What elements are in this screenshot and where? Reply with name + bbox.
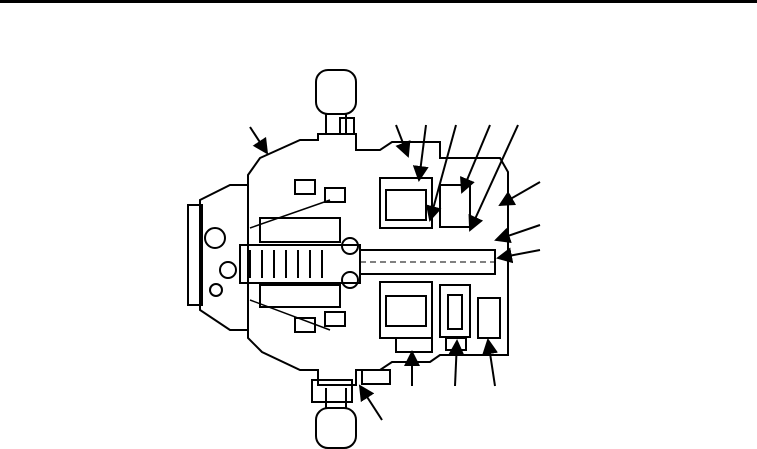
leader-arrow-3	[412, 124, 429, 182]
motor-block	[199, 184, 249, 331]
port-fitting-small	[209, 283, 223, 297]
valve-plate	[187, 204, 203, 306]
leader-arrow-1	[249, 126, 269, 155]
bottom-mounting-lug	[311, 369, 391, 449]
planetary-gear-set	[379, 177, 501, 353]
leader-arrow-8	[494, 224, 541, 244]
leader-arrow-5	[460, 124, 491, 194]
port-fitting-lower	[219, 261, 237, 279]
main-shaft	[239, 244, 496, 284]
top-mounting-lug	[315, 69, 357, 135]
leader-arrow-6	[468, 124, 519, 232]
leader-arrow-13	[358, 384, 383, 421]
leader-arrow-4	[425, 124, 457, 222]
header-rule	[0, 0, 757, 3]
leader-arrow-2	[395, 124, 411, 158]
port-fitting-upper	[204, 227, 226, 249]
leader-arrow-11	[448, 339, 465, 387]
leader-arrow-9	[496, 247, 541, 264]
housing-outline	[247, 133, 509, 386]
leader-arrow-12	[482, 338, 499, 387]
cone-section	[249, 199, 331, 331]
leader-arrows	[249, 124, 541, 421]
bearing-set	[259, 179, 359, 333]
leader-arrow-7	[498, 181, 541, 206]
